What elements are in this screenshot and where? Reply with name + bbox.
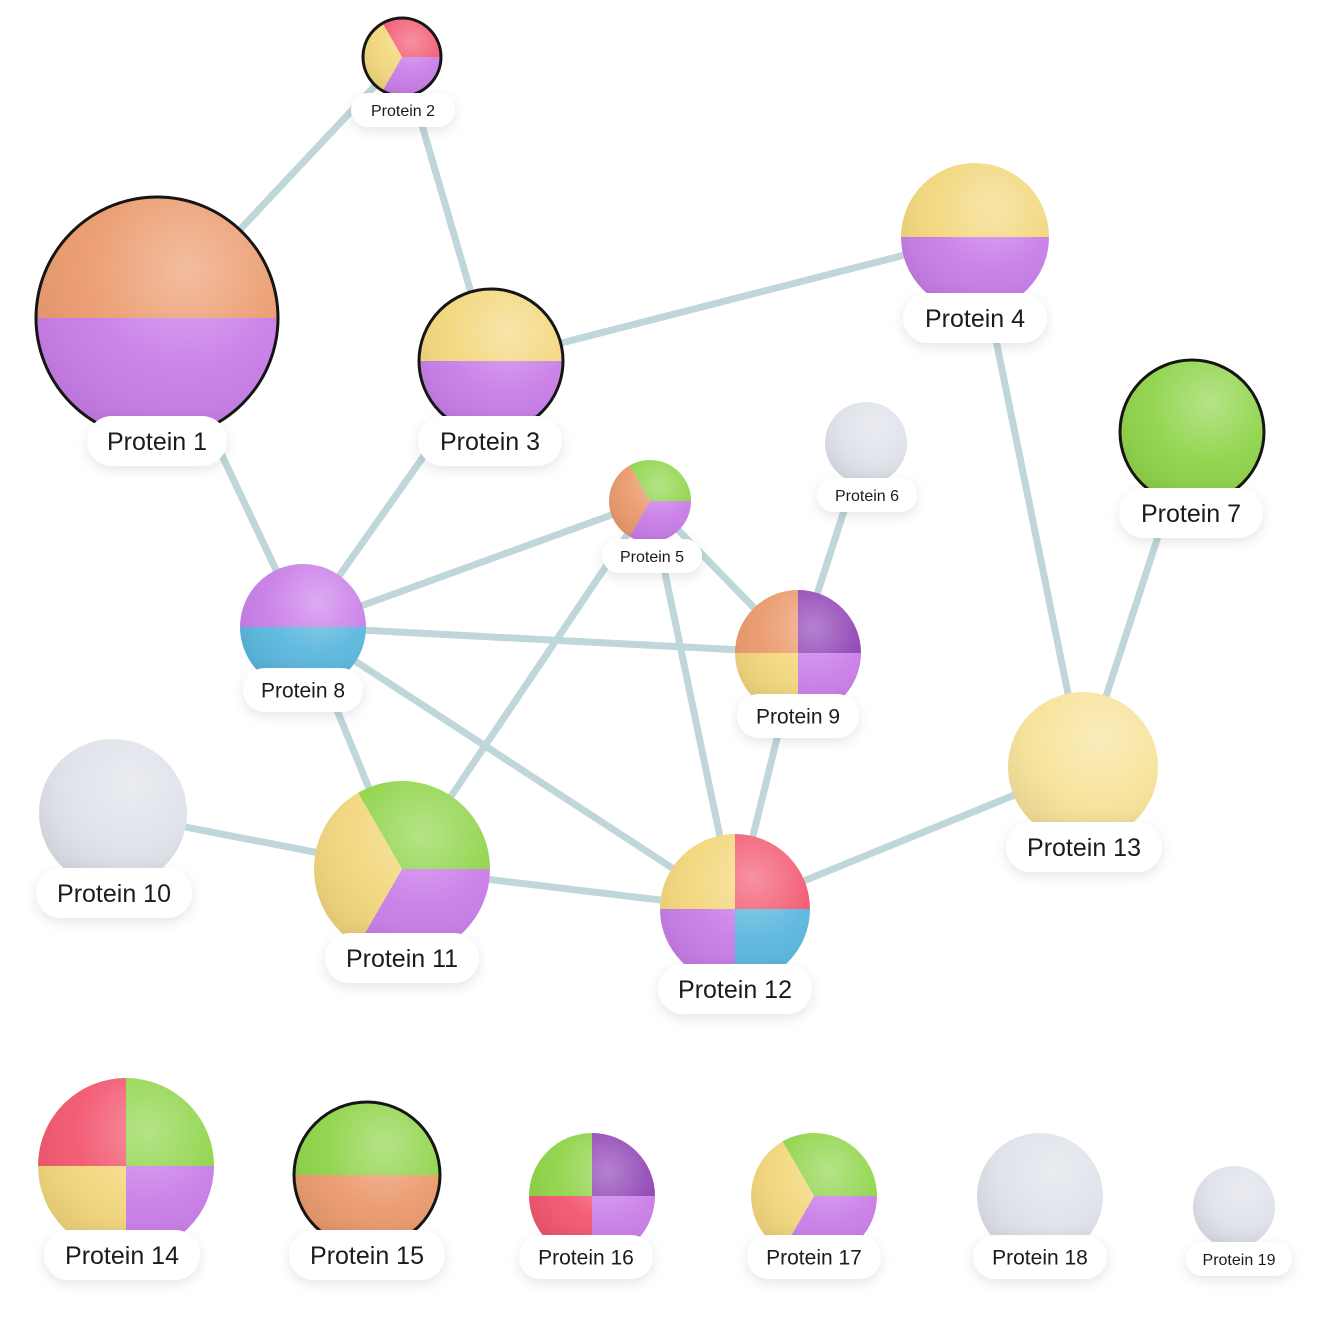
- node-label: Protein 17: [766, 1247, 862, 1270]
- node-fill: [660, 834, 810, 984]
- node-label-pill: [658, 964, 812, 1014]
- node-label: Protein 12: [678, 976, 792, 1004]
- node-label-pill: [44, 1230, 200, 1280]
- node-p6[interactable]: Protein 6: [817, 402, 917, 512]
- node-fill: [314, 781, 490, 957]
- node-p5[interactable]: Protein 5: [602, 458, 702, 573]
- node-label-pill: [1006, 822, 1162, 872]
- node-label-pill: [325, 933, 479, 983]
- node-p19[interactable]: Protein 19: [1186, 1166, 1292, 1276]
- node-label: Protein 13: [1027, 834, 1141, 862]
- node-label: Protein 3: [440, 428, 540, 456]
- node-label-pill: [36, 868, 192, 918]
- node-p9[interactable]: Protein 9: [735, 590, 861, 738]
- node-label-pill: [351, 93, 455, 127]
- node-label-pill: [903, 293, 1047, 343]
- node-label: Protein 19: [1203, 1252, 1276, 1269]
- node-p15[interactable]: Protein 15: [289, 1100, 445, 1280]
- edge-p8-p9: [299, 623, 802, 657]
- node-label: Protein 7: [1141, 500, 1241, 528]
- node-label-pill: [519, 1235, 653, 1279]
- node-label: Protein 8: [261, 680, 345, 703]
- node-p1[interactable]: Protein 1: [34, 195, 280, 466]
- node-label: Protein 1: [107, 428, 207, 456]
- node-fill: [39, 739, 187, 887]
- node-p8[interactable]: Protein 8: [240, 564, 366, 712]
- node-label-pill: [1186, 1242, 1292, 1276]
- node-label-pill: [87, 416, 227, 466]
- node-fill: [1008, 692, 1158, 842]
- node-fill: [1193, 1166, 1275, 1248]
- node-p10[interactable]: Protein 10: [36, 739, 192, 918]
- node-p14[interactable]: Protein 14: [38, 1078, 214, 1280]
- node-label: Protein 5: [620, 549, 684, 566]
- edge-p8-p12: [299, 623, 739, 913]
- node-label-pill: [747, 1235, 881, 1279]
- node-p7[interactable]: Protein 7: [1118, 358, 1266, 538]
- node-label: Protein 2: [371, 103, 435, 120]
- node-p16[interactable]: Protein 16: [519, 1133, 655, 1279]
- node-label: Protein 14: [65, 1242, 179, 1270]
- node-p3[interactable]: Protein 3: [417, 287, 565, 466]
- node-label-pill: [1119, 488, 1263, 538]
- node-label: Protein 6: [835, 488, 899, 505]
- node-label: Protein 18: [992, 1247, 1088, 1270]
- node-p18[interactable]: Protein 18: [973, 1133, 1107, 1279]
- node-p17[interactable]: Protein 17: [747, 1131, 881, 1279]
- node-p4[interactable]: Protein 4: [901, 163, 1049, 343]
- node-label-pill: [418, 416, 562, 466]
- node-label: Protein 4: [925, 305, 1025, 333]
- node-label-pill: [602, 539, 702, 573]
- node-label: Protein 9: [756, 706, 840, 729]
- edge-p3-p4: [487, 233, 979, 365]
- node-label: Protein 15: [310, 1242, 424, 1270]
- node-fill: [418, 288, 564, 434]
- node-p2[interactable]: Protein 2: [351, 15, 455, 127]
- node-p13[interactable]: Protein 13: [1006, 692, 1162, 872]
- node-fill: [901, 163, 1049, 311]
- node-fill: [1119, 359, 1265, 505]
- node-fill: [38, 1078, 214, 1254]
- node-label: Protein 16: [538, 1247, 634, 1270]
- node-label-pill: [289, 1230, 445, 1280]
- node-label-pill: [817, 478, 917, 512]
- node-p12[interactable]: Protein 12: [658, 834, 812, 1014]
- node-fill: [825, 402, 907, 484]
- node-label: Protein 10: [57, 880, 171, 908]
- node-label-pill: [737, 694, 859, 738]
- node-label-pill: [973, 1235, 1107, 1279]
- node-label: Protein 11: [346, 945, 458, 973]
- node-p11[interactable]: Protein 11: [312, 779, 492, 983]
- node-label-pill: [243, 668, 363, 712]
